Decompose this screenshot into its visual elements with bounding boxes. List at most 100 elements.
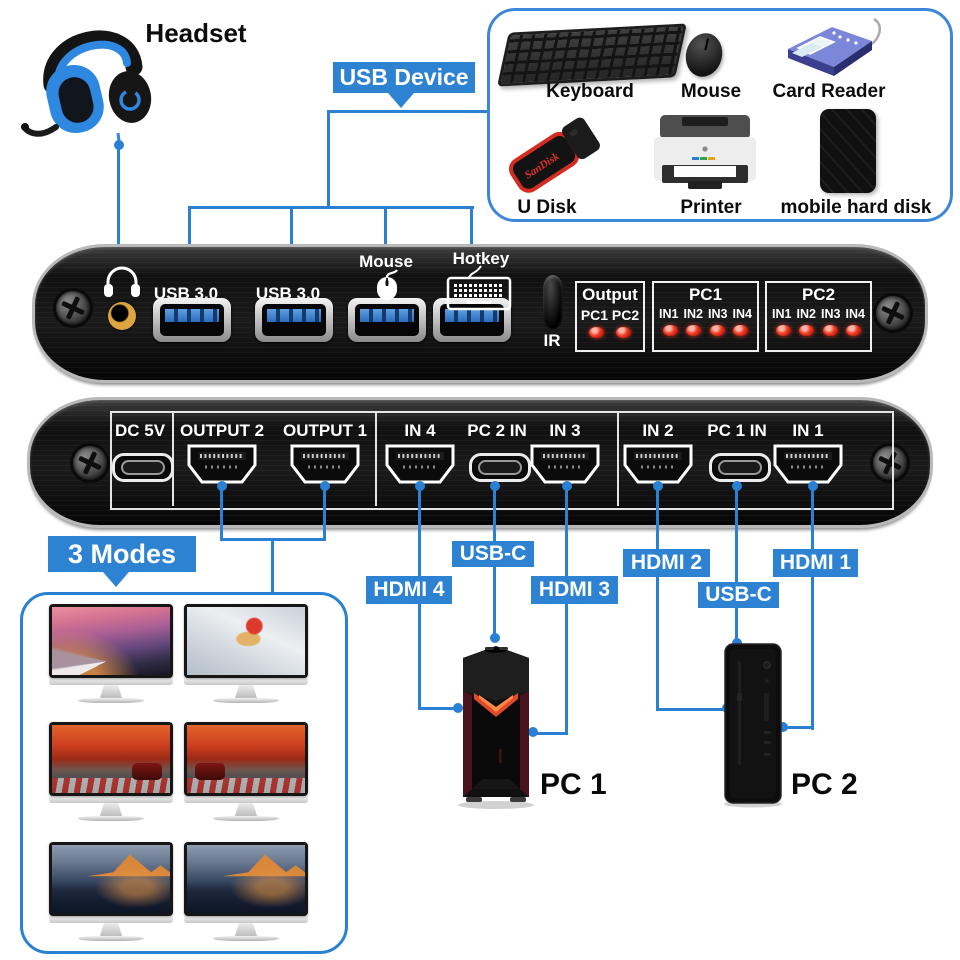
channel-label: IN1 xyxy=(659,307,679,321)
monitor-2 xyxy=(182,604,310,703)
output1-hdmi-port xyxy=(290,444,360,484)
connector-line xyxy=(493,567,496,639)
hdmi1-badge: HDMI 1 xyxy=(773,549,858,577)
usb3-port xyxy=(153,298,231,342)
pc1-indicator-group: PC1 IN1 IN2 IN3 IN4 xyxy=(652,281,759,352)
in1-label: IN 1 xyxy=(792,421,824,440)
mouse-port-label: Mouse xyxy=(359,252,413,271)
connector-line xyxy=(656,708,728,711)
headset-cable-line xyxy=(117,145,120,255)
channel-label: PC1 xyxy=(580,307,609,323)
audio-jack xyxy=(108,302,136,330)
mouse-icon xyxy=(377,269,398,300)
monitor-6 xyxy=(182,842,310,941)
indicator-group-title: PC2 xyxy=(801,285,836,304)
usb-device-badge-label: USB Device xyxy=(339,64,469,90)
screw xyxy=(56,291,90,325)
section-divider xyxy=(375,411,377,506)
keyboard-hotkey-icon xyxy=(446,265,512,311)
status-led xyxy=(686,325,702,336)
switch-front-panel: USB 3.0 USB 3.0 Mouse Hotkey IR xyxy=(35,247,925,380)
status-led xyxy=(616,327,631,338)
usbc-pc2-badge-label: USB-C xyxy=(705,583,772,606)
connector-line xyxy=(470,206,473,252)
connector-line xyxy=(565,486,568,578)
connector-dot xyxy=(114,140,124,150)
channel-label: IN2 xyxy=(683,307,703,321)
connector-dot xyxy=(778,722,788,732)
printer-image xyxy=(654,115,756,189)
section-divider xyxy=(172,411,174,506)
status-led xyxy=(589,327,604,338)
output-indicator-group: Output PC1 PC2 xyxy=(575,281,645,352)
pc1-label: PC 1 xyxy=(540,768,607,801)
monitor-3 xyxy=(47,722,175,821)
three-modes-badge: 3 Modes xyxy=(48,536,196,587)
card-reader-image xyxy=(788,17,882,76)
usb-peripherals-box: Keyboard Mouse Card Reader SanDisk U Dis… xyxy=(487,8,953,222)
connector-line xyxy=(735,607,738,644)
status-led xyxy=(775,325,791,336)
usbc-pc2-badge: USB-C xyxy=(698,582,779,608)
usbc-pc1-badge-label: USB-C xyxy=(459,542,527,565)
headphone-icon xyxy=(104,266,140,297)
connector-line xyxy=(220,486,223,541)
connector-line xyxy=(811,577,814,730)
status-led xyxy=(799,325,815,336)
ir-label: IR xyxy=(543,331,561,350)
connector-line xyxy=(735,486,738,584)
output1-label: OUTPUT 1 xyxy=(282,421,368,440)
hotkey-port-label: Hotkey xyxy=(452,249,510,268)
keyboard-image xyxy=(497,23,687,87)
pc2-indicator-group: PC2 IN1 IN2 IN3 IN4 xyxy=(765,281,872,352)
dc5v-usbc-port xyxy=(112,453,174,482)
mobile-hard-disk-image xyxy=(820,109,876,193)
hdmi4-badge-label: HDMI 4 xyxy=(373,578,445,601)
pc2-in-usbc-port xyxy=(469,453,531,482)
monitor-1 xyxy=(47,604,175,703)
mouse-label: Mouse xyxy=(680,81,742,102)
connector-dot xyxy=(453,703,463,713)
channel-label: IN4 xyxy=(845,307,865,321)
monitor-wallpaper xyxy=(187,845,305,913)
monitor-wallpaper xyxy=(52,845,170,913)
connector-line xyxy=(656,486,659,551)
output2-hdmi-port xyxy=(187,444,257,484)
screw xyxy=(876,296,910,330)
in1-hdmi-port xyxy=(773,444,843,484)
hdmi2-badge: HDMI 2 xyxy=(623,549,710,577)
channel-label: IN4 xyxy=(732,307,752,321)
pc1-in-usbc-port xyxy=(709,453,771,482)
connector-line xyxy=(493,486,496,544)
dc5v-label: DC 5V xyxy=(114,421,166,440)
in4-hdmi-port xyxy=(385,444,455,484)
headset-image xyxy=(21,30,152,146)
channel-label: IN3 xyxy=(821,307,841,321)
pc2-tower-image xyxy=(724,643,782,808)
status-led xyxy=(733,325,749,336)
monitor-5 xyxy=(47,842,175,941)
indicator-group-title: PC1 xyxy=(688,285,723,304)
port-section-frame xyxy=(110,411,894,510)
connector-dot xyxy=(732,638,742,648)
pc1-tower-image xyxy=(458,646,534,809)
in3-label: IN 3 xyxy=(549,421,581,440)
status-led xyxy=(822,325,838,336)
pc2-label: PC 2 xyxy=(791,768,858,801)
connector-line xyxy=(323,486,326,541)
ir-receiver xyxy=(543,275,563,329)
hdmi4-badge: HDMI 4 xyxy=(366,576,452,604)
usb-mouse-port xyxy=(348,298,426,342)
printer-label: Printer xyxy=(680,197,742,218)
channel-label: IN3 xyxy=(708,307,728,321)
mobile-hard-disk-label: mobile hard disk xyxy=(780,197,932,218)
section-divider xyxy=(617,411,619,506)
usbc-pc1-badge: USB-C xyxy=(452,541,534,567)
mouse-image xyxy=(681,29,727,81)
connector-line xyxy=(418,707,460,710)
connector-line xyxy=(533,732,568,735)
screw xyxy=(873,446,907,480)
connector-dot xyxy=(490,633,500,643)
connector-line xyxy=(271,538,274,594)
card-reader-label: Card Reader xyxy=(772,81,886,102)
